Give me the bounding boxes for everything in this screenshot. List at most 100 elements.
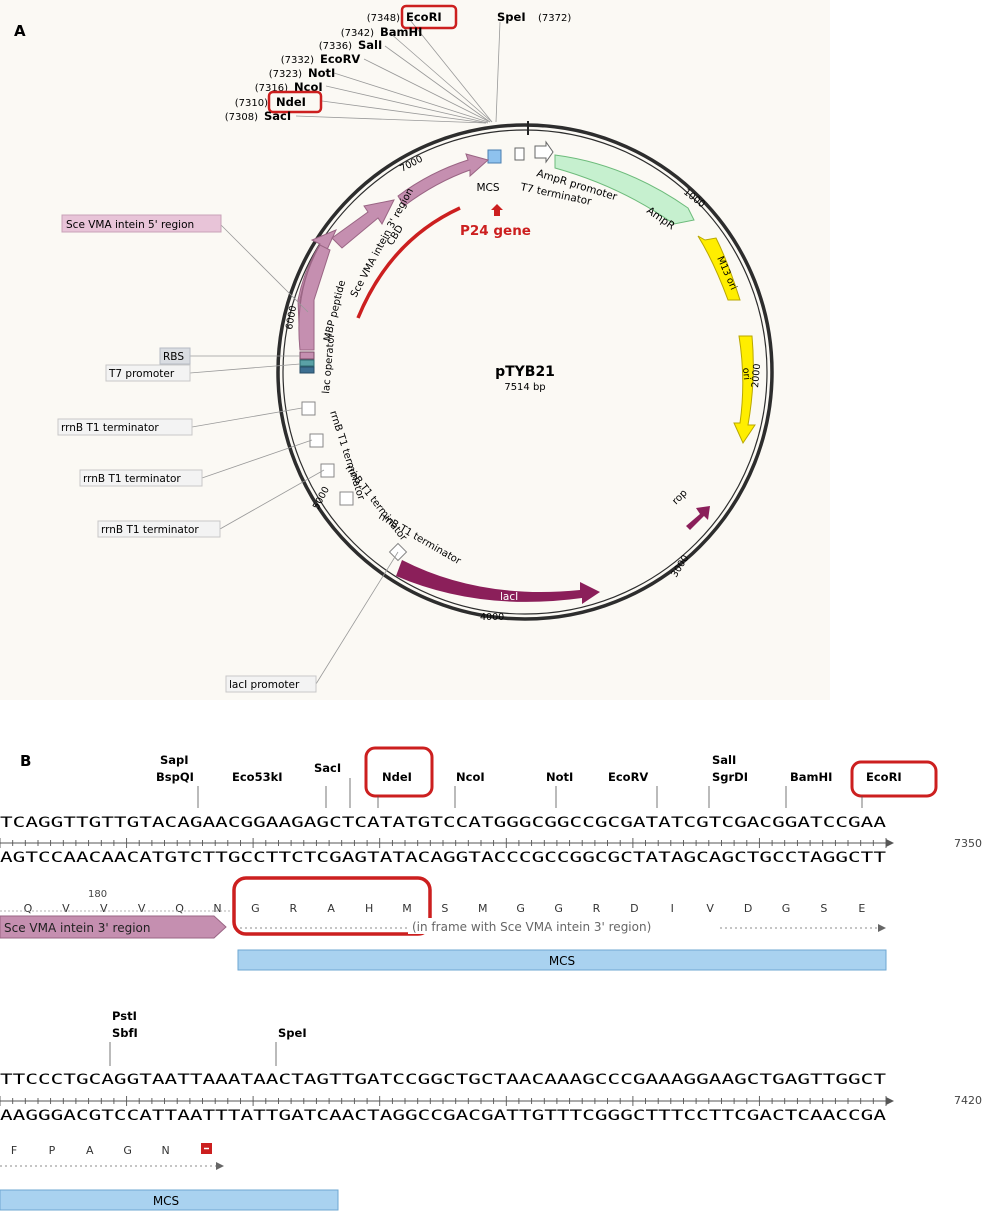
mcs-bar-row1-label: MCS	[549, 954, 575, 968]
ecori-name: EcoRI	[406, 10, 442, 24]
row1-bottom-strand: AGTCCAACAACATGTCTTGCCTTCTCGAGTATACAGGTAC…	[0, 850, 886, 866]
amino-acid: H	[365, 902, 373, 915]
ndei-highlight-b	[364, 746, 434, 798]
row2-enzyme-labels: PstI SbfI SpeI	[112, 1009, 307, 1040]
rbs-callout: RBS	[163, 351, 184, 363]
frame-arrowhead	[878, 924, 886, 932]
p24-insert-arc	[356, 206, 461, 319]
amino-acid: G	[516, 902, 525, 915]
ncoi-pos: (7316)	[255, 83, 288, 94]
laci-label: lacI	[500, 591, 518, 603]
enzyme-eco53ki: Eco53kI	[232, 770, 283, 784]
amino-acid: V	[100, 902, 108, 915]
sali-pos: (7336)	[319, 41, 352, 52]
amino-acid: I	[671, 902, 674, 915]
mcs-feature	[487, 149, 502, 164]
sce-3prime-arrow-upper	[397, 153, 490, 207]
rrnb-callout-3-bg	[97, 520, 221, 538]
plasmid-map-panel: A (7348) EcoRI (7342) BamHI (7336) SalI …	[0, 0, 830, 700]
sequence-panel: B SapI BspQI Eco53kI SacI NdeI NcoI NotI…	[0, 700, 1000, 1228]
plasmid-backbone-inner	[282, 129, 768, 615]
lac-operator-marker	[299, 366, 315, 374]
enzyme-sbfi: SbfI	[112, 1026, 138, 1040]
amino-acid: Q	[24, 902, 33, 915]
row1-position: 7350	[954, 837, 982, 850]
rbs-callout-bg	[159, 347, 191, 365]
amino-acid: A	[86, 1144, 94, 1157]
rrnb-callout-1: rrnB T1 terminator	[61, 422, 159, 434]
ecorv-name: EcoRV	[320, 52, 360, 66]
amino-acid: N	[213, 902, 221, 915]
ampr-arrow	[554, 154, 695, 225]
tick-4000: 4000	[480, 612, 504, 623]
frame-note: (in frame with Sce VMA intein 3' region)	[412, 920, 651, 934]
enzyme-bspqi: BspQI	[156, 770, 194, 784]
aa-number: 180	[88, 889, 107, 900]
spei-pos: (7372)	[538, 13, 571, 24]
laci-promoter-callout-bg	[225, 675, 317, 693]
enzyme-ecorv: EcoRV	[608, 770, 648, 784]
site-labels: (7348) EcoRI (7342) BamHI (7336) SalI (7…	[225, 4, 571, 123]
callout-leaders	[189, 223, 399, 685]
gram-highlight-box	[232, 876, 432, 936]
rrnb-callout-3: rrnB T1 terminator	[101, 524, 199, 536]
ampr-promoter-arrow	[534, 140, 554, 164]
ndei-pos: (7310)	[235, 98, 268, 109]
noti-name: NotI	[308, 66, 335, 80]
rrnb-inner-label-3: rrnB T1 terminator	[377, 511, 464, 567]
rbs-marker	[299, 351, 315, 360]
sce-5prime-arrow	[298, 244, 331, 351]
plasmid-backbone	[276, 123, 774, 621]
amino-acid: E	[858, 902, 865, 915]
saci-name: SacI	[264, 109, 291, 123]
enzyme-noti: NotI	[546, 770, 573, 784]
mcs-bar-row2-label: MCS	[153, 1194, 179, 1208]
sce-3prime-bar-label: Sce VMA intein 3' region	[4, 921, 150, 935]
sequence-svg: B SapI BspQI Eco53kI SacI NdeI NcoI NotI…	[0, 746, 982, 1211]
t7-terminator-feature	[514, 147, 525, 161]
ndei-name: NdeI	[276, 95, 306, 109]
laci-promoter-callout: lacI promoter	[229, 679, 300, 691]
panel-b-letter: B	[20, 752, 31, 770]
ecori-pos: (7348)	[367, 13, 400, 24]
row1-enzyme-labels: SapI BspQI Eco53kI SacI NdeI NcoI NotI E…	[156, 753, 902, 784]
mcs-feature-label: MCS	[476, 182, 499, 194]
amino-acid: G	[123, 1144, 132, 1157]
row1-ruler	[0, 838, 894, 848]
rrnb-callout-2: rrnB T1 terminator	[83, 473, 181, 485]
amino-acid: G	[251, 902, 260, 915]
spei-name: SpeI	[497, 10, 526, 24]
rrnb-callout-2-bg	[79, 469, 203, 487]
sali-name: SalI	[358, 38, 382, 52]
ori-arrow	[733, 335, 756, 445]
enzyme-sgrdi: SgrDI	[712, 770, 748, 784]
p24-gene-label: P24 gene	[460, 223, 531, 239]
p24-arrow	[491, 204, 503, 216]
amino-acid: V	[138, 902, 146, 915]
amino-acid: G	[782, 902, 791, 915]
mcs-bar-row2	[0, 1189, 339, 1211]
row2-top-strand: TTCCCTGCAGGTAATTAAATAACTAGTTGATCCGGCTGCT…	[0, 1072, 886, 1088]
enzyme-ncoi: NcoI	[456, 770, 485, 784]
ndei-highlight-box	[267, 90, 323, 114]
amino-acid: G	[554, 902, 563, 915]
tick-6000: 6000	[284, 305, 299, 331]
amino-acid: P	[49, 1144, 56, 1157]
amino-acid: M	[402, 902, 412, 915]
amino-acid: V	[706, 902, 714, 915]
sce-5prime-callout-bg	[61, 214, 222, 233]
site-leader-lines	[295, 19, 501, 124]
panel-a-letter: A	[14, 22, 26, 40]
row1-top-strand: TCAGGTTGTTGTACAGAACGGAAGAGCTCATATGTCCATG…	[0, 815, 886, 831]
enzyme-ndei: NdeI	[382, 770, 412, 784]
amino-acid: D	[744, 902, 752, 915]
enzyme-bamhi: BamHI	[790, 770, 832, 784]
frame-note-bg	[408, 918, 720, 934]
enzyme-sapi: SapI	[160, 753, 189, 767]
bamhi-pos: (7342)	[341, 28, 374, 39]
enzyme-saci: SacI	[314, 761, 341, 775]
lac-operator-label: lac operator	[321, 332, 337, 394]
sce-5prime-callout: Sce VMA intein 5' region	[66, 219, 194, 231]
